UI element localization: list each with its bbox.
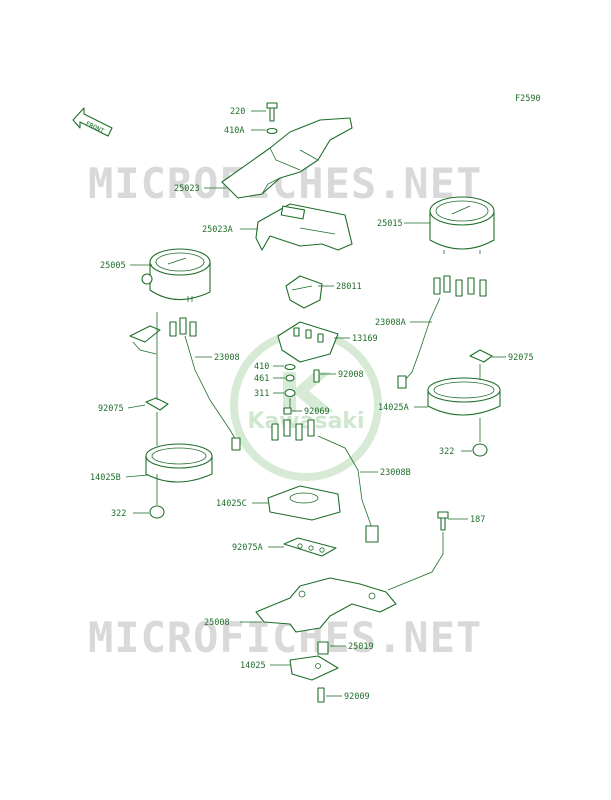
socket-cluster-23008 bbox=[129, 317, 241, 451]
label-13169: 13169 bbox=[352, 334, 378, 344]
label-461: 461 bbox=[254, 374, 269, 384]
washer-410 bbox=[284, 363, 296, 371]
bracket-13169 bbox=[277, 321, 339, 363]
svg-text:FRONT: FRONT bbox=[84, 120, 105, 136]
meter-cover-25023 bbox=[221, 117, 353, 199]
tachometer-25015 bbox=[429, 196, 495, 254]
screw-92008 bbox=[313, 369, 320, 383]
label-14025C: 14025C bbox=[216, 499, 247, 509]
holder-14025C bbox=[267, 485, 341, 521]
label-187: 187 bbox=[470, 515, 485, 525]
socket-cluster-23008A bbox=[397, 275, 487, 389]
label-92008: 92008 bbox=[338, 370, 364, 380]
front-arrow-icon: FRONT bbox=[72, 107, 113, 137]
label-25023A: 25023A bbox=[202, 225, 233, 235]
figure-code: F2590 bbox=[515, 94, 541, 104]
holder-14025A bbox=[427, 377, 501, 416]
washer-461 bbox=[285, 374, 295, 382]
part-labels: 220 410A 25023 25023A 25015 25005 28011 … bbox=[90, 107, 534, 702]
leader-lines bbox=[125, 110, 506, 697]
screw-92009 bbox=[317, 687, 325, 703]
label-92075-right: 92075 bbox=[508, 353, 534, 363]
spacer-25019 bbox=[317, 641, 329, 655]
label-410A: 410A bbox=[224, 126, 244, 136]
grommet-92069 bbox=[283, 407, 292, 415]
label-92075-left: 92075 bbox=[98, 404, 124, 414]
label-322-right: 322 bbox=[439, 447, 454, 457]
speedometer-25005 bbox=[141, 248, 211, 302]
svg-text:Kawasaki: Kawasaki bbox=[247, 409, 364, 434]
bolt-187 bbox=[437, 511, 449, 531]
label-25008: 25008 bbox=[204, 618, 230, 628]
label-220: 220 bbox=[230, 107, 245, 117]
bracket-14025 bbox=[289, 655, 339, 681]
label-14025: 14025 bbox=[240, 661, 266, 671]
pad-92075A bbox=[283, 537, 337, 557]
bolt-220 bbox=[266, 102, 278, 135]
label-23008A: 23008A bbox=[375, 318, 406, 328]
pad-92075-right bbox=[469, 349, 493, 363]
pad-92075-left bbox=[145, 397, 169, 411]
label-25023: 25023 bbox=[174, 184, 200, 194]
label-92069: 92069 bbox=[304, 407, 330, 417]
label-311: 311 bbox=[254, 389, 269, 399]
label-92075A: 92075A bbox=[232, 543, 263, 553]
label-92009: 92009 bbox=[344, 692, 370, 702]
label-25015: 25015 bbox=[377, 219, 403, 229]
label-23008: 23008 bbox=[214, 353, 240, 363]
indicator-lamp-28011 bbox=[285, 275, 323, 309]
label-28011: 28011 bbox=[336, 282, 362, 292]
holder-14025B bbox=[145, 443, 213, 483]
label-25005: 25005 bbox=[100, 261, 126, 271]
label-410: 410 bbox=[254, 362, 269, 372]
label-23008B: 23008B bbox=[380, 468, 411, 478]
nut-322-left bbox=[149, 505, 165, 519]
nut-322-right bbox=[472, 443, 488, 457]
label-14025B: 14025B bbox=[90, 473, 121, 483]
label-322-left: 322 bbox=[111, 509, 126, 519]
label-14025A: 14025A bbox=[378, 403, 409, 413]
meter-panel-25023A bbox=[255, 203, 353, 251]
socket-cluster-23008B bbox=[271, 419, 379, 543]
label-25019: 25019 bbox=[348, 642, 374, 652]
bracket-25008 bbox=[255, 577, 397, 633]
nut-311 bbox=[284, 388, 296, 398]
